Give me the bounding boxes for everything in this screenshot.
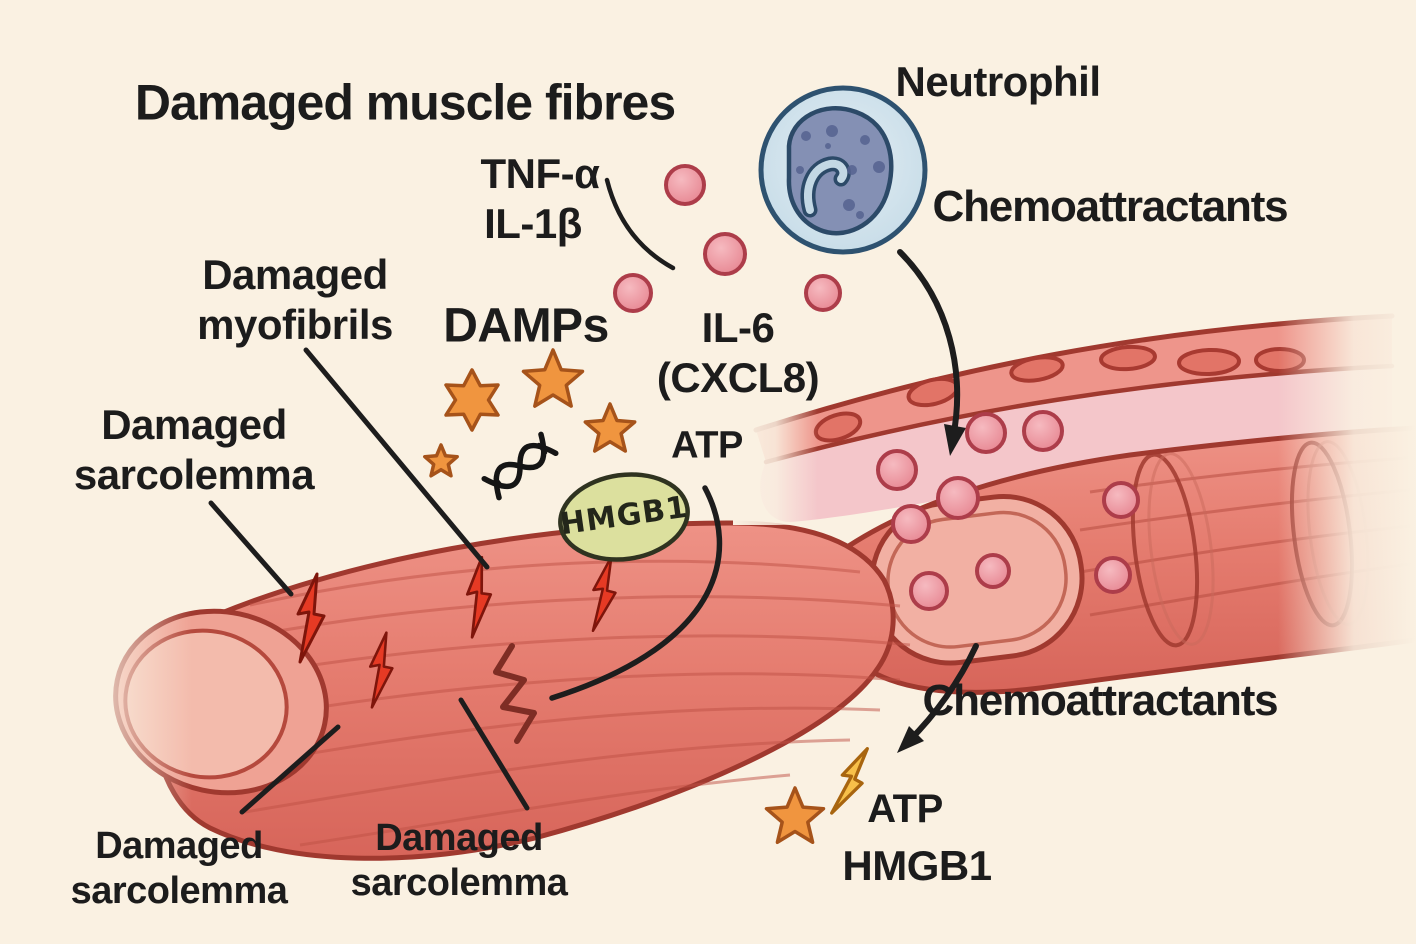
cytokine-dot-icon <box>876 449 918 491</box>
hmgb1-badge <box>558 472 690 562</box>
page-title: Damaged muscle fibres <box>134 74 676 131</box>
leader-sarcolemma-bottom-mid <box>458 697 530 811</box>
cytokine-dots <box>613 164 1140 611</box>
dna-icon <box>481 431 559 501</box>
label-damps: DAMPs <box>443 299 609 353</box>
label-damaged-sarcolemma-bottom-mid: Damaged sarcolemma <box>350 816 568 904</box>
star-icon <box>444 368 500 432</box>
cytokine-dot-icon <box>909 571 949 611</box>
nucleus-granules <box>796 125 885 219</box>
vessel-lumen <box>760 366 1392 522</box>
label-atp-mid: ATP <box>671 424 743 467</box>
cytokine-dot-icon <box>975 553 1011 589</box>
label-chemoattractants-bottom: Chemoattractants <box>922 675 1279 725</box>
label-damaged-sarcolemma-upper: Damaged sarcolemma <box>73 401 315 498</box>
cytokine-dot-icon <box>804 274 842 312</box>
arrow-neutrophil-to-vessel <box>897 249 961 441</box>
leader-sarcolemma-upper <box>208 500 294 597</box>
cytokine-dot-icon <box>1094 556 1132 594</box>
cytokine-dot-icon <box>891 504 931 544</box>
star-icon <box>764 786 826 845</box>
cytokine-dot-icon <box>664 164 706 206</box>
label-chemoattractants-top: Chemoattractants <box>932 181 1289 231</box>
cytokine-dot-icon <box>936 476 980 520</box>
neutrophil-icon <box>758 85 928 255</box>
leader-big-curve <box>549 485 723 701</box>
cytokine-dot-icon <box>965 412 1007 454</box>
label-damaged-sarcolemma-bottom-left: Damaged sarcolemma <box>70 824 288 912</box>
label-hmgb1-bottom: HMGB1 <box>842 842 992 890</box>
torn-myofibril-squiggle <box>493 643 537 744</box>
leader-lines <box>208 177 723 815</box>
leader-tnf-curve <box>604 177 676 271</box>
vessel-left-fade <box>733 385 818 525</box>
label-il6-cxcl8: IL-6 (CXCL8) <box>656 304 820 401</box>
label-atp-bottom: ATP <box>867 787 943 832</box>
blood-vessel <box>753 313 1395 522</box>
damp-stars <box>423 348 826 845</box>
star-icon <box>423 443 459 478</box>
cytokine-dot-icon <box>703 232 747 276</box>
leader-sarcolemma-bottom-left <box>239 724 341 815</box>
label-il1-beta: IL-1β <box>484 200 582 248</box>
arrowhead-icon <box>944 424 966 456</box>
left-fade <box>0 552 192 872</box>
star-icon <box>521 348 585 408</box>
label-tnf-alpha: TNF-α <box>480 150 600 198</box>
endothelial-cell-nuclei <box>813 344 1306 443</box>
star-icon <box>583 402 637 453</box>
label-damaged-myofibrils: Damaged myofibrils <box>197 251 393 348</box>
label-neutrophil: Neutrophil <box>895 58 1101 106</box>
right-fade <box>1278 292 1416 728</box>
cytokine-dot-icon <box>613 273 653 313</box>
arrows <box>897 249 979 753</box>
arrowhead-icon <box>897 726 924 753</box>
leader-myofibrils <box>303 347 490 570</box>
cytokine-dot-icon <box>1022 410 1064 452</box>
cytokine-dot-icon <box>1102 481 1140 519</box>
